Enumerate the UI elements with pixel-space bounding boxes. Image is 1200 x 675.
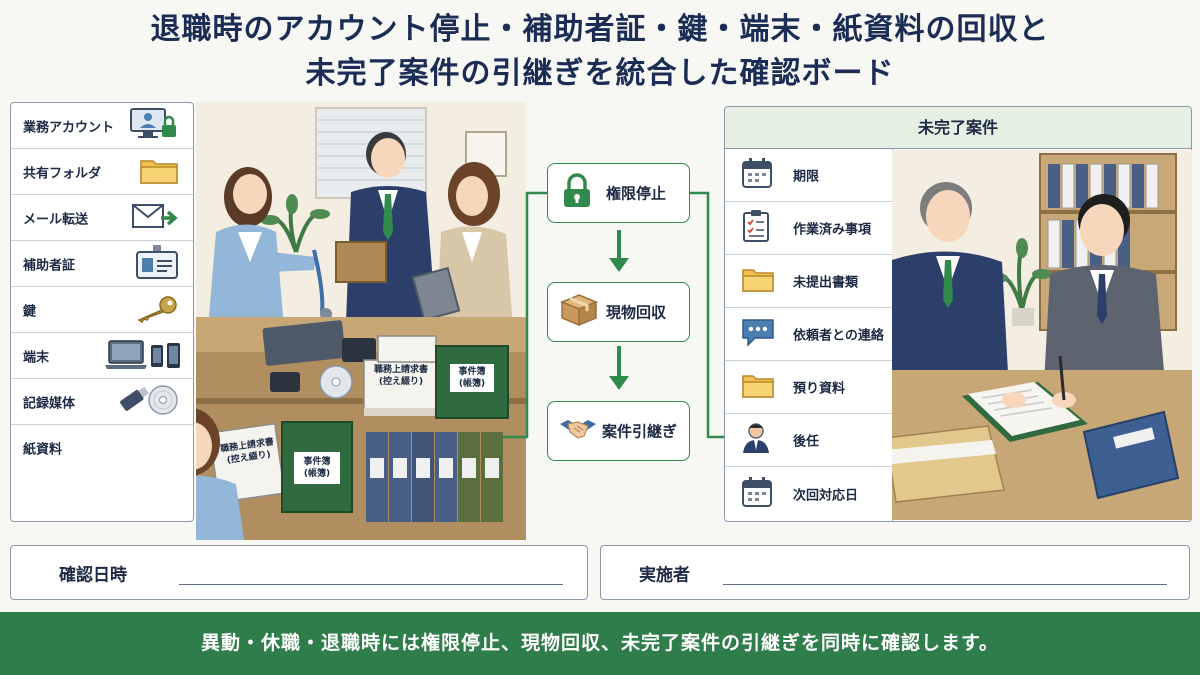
pending-item-client-contact: 依頼者との連絡 — [725, 308, 892, 361]
title-line-2: 未完了案件の引継ぎを統合した確認ボード — [305, 56, 895, 91]
devices-icon — [105, 337, 183, 375]
doc-label-case-lower: 事件簿 (帳簿) — [303, 457, 331, 479]
pending-item-label: 預り資料 — [793, 381, 846, 397]
flow-step-physical-collection: 現物回収 — [547, 282, 690, 342]
left-item-media: 記録媒体 — [11, 379, 193, 425]
left-item-mail-forward: メール転送 — [11, 195, 193, 241]
left-item-devices: 端末 — [11, 333, 193, 379]
implementer-field[interactable]: 実施者 — [600, 545, 1190, 600]
implementer-line[interactable] — [723, 583, 1167, 585]
left-checklist: 業務アカウント 共有フォルダ メール転送 — [10, 102, 194, 522]
usb-disc-icon — [115, 383, 179, 421]
checklist-icon — [741, 209, 771, 247]
left-item-assistant-card: 補助者証 — [11, 241, 193, 287]
confirm-date-label: 確認日時 — [59, 565, 127, 585]
left-item-label: 記録媒体 — [23, 396, 76, 411]
folder-icon — [741, 265, 775, 297]
calendar-icon — [741, 157, 773, 193]
doc-label-request: 職務上請求書 (控え綴り) — [373, 365, 428, 387]
pending-item-label: 期限 — [793, 169, 820, 185]
pending-item-label: 次回対応日 — [793, 488, 859, 503]
confirm-date-line[interactable] — [179, 583, 563, 585]
pending-item-label: 未提出書類 — [793, 275, 859, 291]
lock-icon — [560, 173, 594, 213]
left-item-shared-folder: 共有フォルダ — [11, 149, 193, 195]
pending-item-unsubmitted-docs: 未提出書類 — [725, 255, 892, 308]
pending-item-label: 後任 — [793, 434, 820, 450]
left-item-label: 補助者証 — [23, 258, 76, 273]
left-item-label: 業務アカウント — [23, 120, 115, 135]
left-item-account: 業務アカウント — [11, 103, 193, 149]
flow-step-label: 権限停止 — [606, 184, 667, 203]
footer-banner: 異動・休職・退職時には権限停止、現物回収、未完了案件の引継ぎを同時に確認します。 — [0, 612, 1200, 675]
pending-item-deadline: 期限 — [725, 149, 892, 202]
flow-step-permission-stop: 権限停止 — [547, 163, 690, 223]
doc-label-case: 事件簿 (帳簿) — [458, 367, 486, 389]
flow-step-label: 案件引継ぎ — [602, 422, 678, 441]
mail-forward-icon — [131, 201, 179, 235]
flow-step-label: 現物回収 — [606, 303, 667, 322]
left-item-label: 鍵 — [23, 304, 37, 319]
pending-item-deposited-materials: 預り資料 — [725, 361, 892, 414]
pending-item-completed-work: 作業済み事項 — [725, 202, 892, 255]
pending-item-next-date: 次回対応日 — [725, 467, 892, 520]
pending-item-successor: 後任 — [725, 414, 892, 467]
folder-icon — [139, 155, 179, 189]
page-title: 退職時のアカウント停止・補助者証・鍵・端末・紙資料の回収と 未完了案件の引継ぎを… — [0, 8, 1200, 96]
left-item-paper: 紙資料 — [11, 425, 193, 471]
handshake-icon — [558, 414, 598, 448]
id-card-icon — [135, 244, 179, 284]
left-item-label: 端末 — [23, 350, 50, 365]
box-icon — [560, 293, 598, 331]
left-item-key: 鍵 — [11, 287, 193, 333]
person-icon — [741, 422, 771, 458]
confirm-date-field[interactable]: 確認日時 — [10, 545, 588, 600]
handover-illustration-right — [892, 150, 1192, 520]
pending-item-label: 作業済み事項 — [793, 222, 872, 238]
left-item-label: 共有フォルダ — [23, 166, 102, 181]
implementer-label: 実施者 — [639, 565, 690, 585]
left-item-label: 紙資料 — [23, 442, 63, 458]
handover-illustration-left: 職務上請求書 (控え綴り) 事件簿 (帳簿) 職務上請求書 (控え綴り) 事件簿… — [196, 102, 526, 540]
title-line-1: 退職時のアカウント停止・補助者証・鍵・端末・紙資料の回収と — [150, 12, 1050, 47]
pending-cases-header: 未完了案件 — [725, 107, 1191, 149]
flow-step-case-handover: 案件引継ぎ — [547, 401, 690, 461]
computer-lock-icon — [129, 107, 179, 145]
pending-cases-list: 期限 作業済み事項 未提出書類 — [725, 149, 893, 521]
folder-icon — [741, 371, 775, 403]
left-item-label: メール転送 — [23, 212, 89, 227]
calendar-icon — [741, 476, 773, 512]
chat-icon — [741, 316, 775, 352]
pending-item-label: 依頼者との連絡 — [793, 328, 884, 344]
key-icon — [133, 293, 179, 327]
